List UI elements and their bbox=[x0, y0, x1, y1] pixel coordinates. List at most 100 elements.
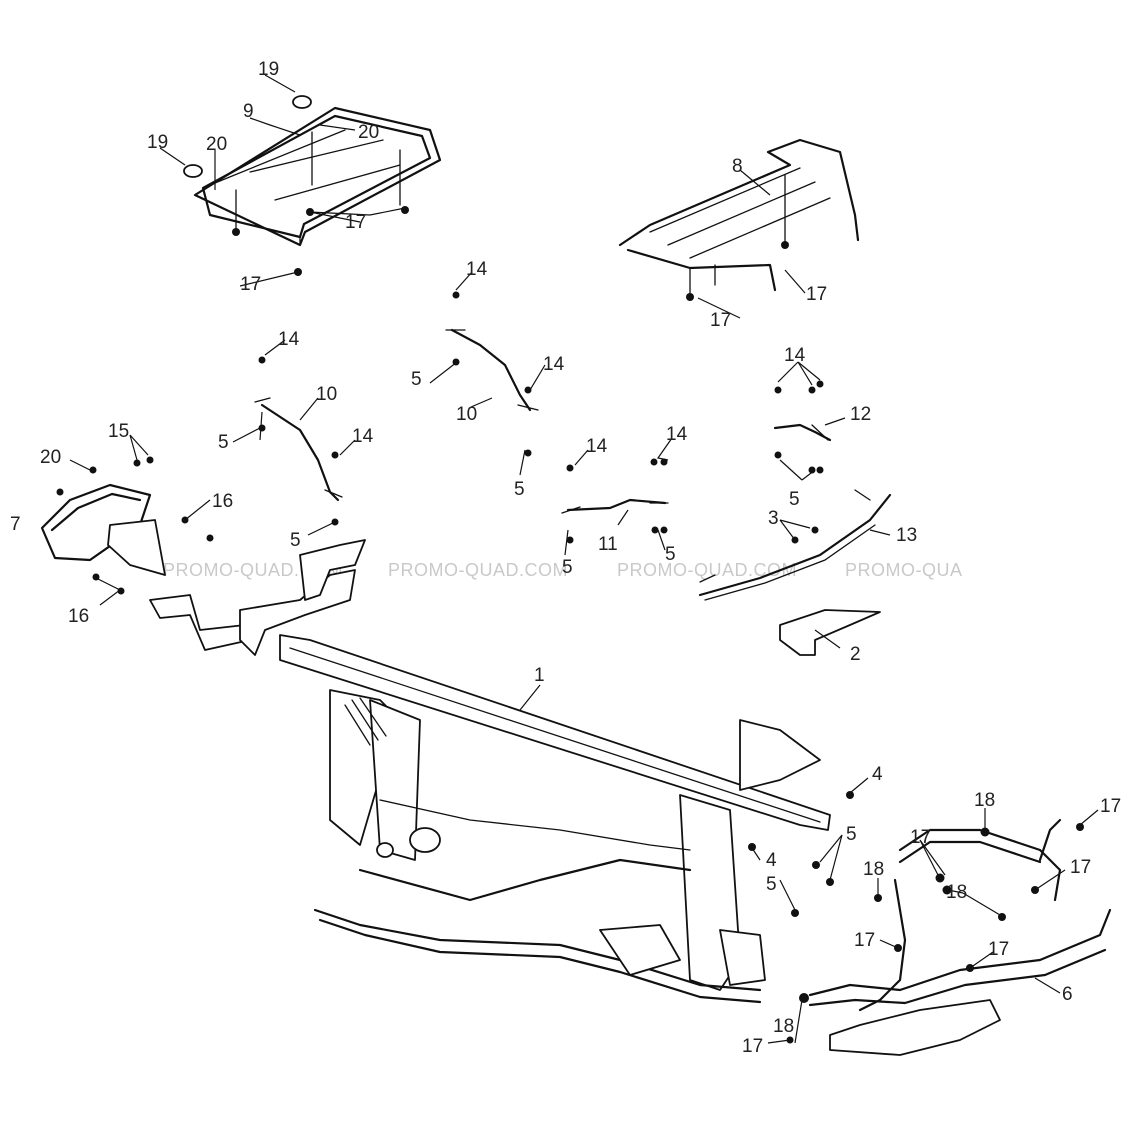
callout-5: 5 bbox=[562, 557, 573, 578]
nut-icon bbox=[524, 449, 532, 457]
callout-7: 7 bbox=[10, 514, 21, 535]
nut-icon bbox=[748, 843, 756, 851]
rear-guard bbox=[808, 818, 1112, 1056]
watermark-text: PROMO-QUA bbox=[845, 560, 963, 580]
bolt-icon bbox=[650, 458, 658, 466]
nut-icon bbox=[651, 526, 659, 534]
callout-5: 5 bbox=[411, 369, 422, 390]
nut-icon bbox=[846, 791, 854, 799]
callout-17: 17 bbox=[854, 930, 875, 951]
callout-17: 17 bbox=[742, 1036, 763, 1057]
callout-11: 11 bbox=[598, 534, 618, 555]
nut-icon bbox=[826, 878, 834, 886]
callout-17: 17 bbox=[1100, 796, 1121, 817]
callout-5: 5 bbox=[290, 530, 301, 551]
callout-4: 4 bbox=[766, 850, 777, 871]
watermark-text: PROMO-QUAD.COM bbox=[163, 560, 343, 580]
callout-6: 6 bbox=[1062, 984, 1073, 1005]
callout-5: 5 bbox=[665, 544, 676, 565]
nut-icon bbox=[786, 1036, 794, 1044]
callout-18: 18 bbox=[946, 882, 967, 903]
main-frame bbox=[149, 539, 831, 1004]
front-rack bbox=[183, 95, 442, 247]
callout-5: 5 bbox=[514, 479, 525, 500]
callout-2: 2 bbox=[850, 644, 861, 665]
nut-icon bbox=[942, 885, 952, 895]
callout-15: 15 bbox=[108, 421, 129, 442]
bolt-icon bbox=[452, 291, 460, 299]
nut-icon bbox=[874, 894, 882, 902]
frame-brace-center bbox=[445, 328, 539, 412]
callout-20: 20 bbox=[40, 447, 61, 468]
callout-14: 14 bbox=[586, 436, 608, 457]
bolt-icon bbox=[117, 587, 125, 595]
bolt-icon bbox=[331, 451, 339, 459]
rear-rack bbox=[618, 138, 860, 296]
hose-assembly bbox=[698, 489, 892, 601]
nut-icon bbox=[686, 293, 694, 301]
watermark-text: PROMO-QUAD.COM bbox=[617, 560, 797, 580]
callout-14: 14 bbox=[278, 329, 300, 350]
callout-16: 16 bbox=[212, 491, 233, 512]
callout-17: 17 bbox=[988, 939, 1009, 960]
mount-plate bbox=[779, 609, 881, 656]
callout-17: 17 bbox=[806, 284, 827, 305]
bolt-icon bbox=[181, 516, 189, 524]
callout-5: 5 bbox=[846, 824, 857, 845]
nut-icon bbox=[812, 861, 820, 869]
nut-icon bbox=[966, 964, 974, 972]
callout-14: 14 bbox=[543, 354, 565, 375]
callout-3: 3 bbox=[768, 508, 779, 529]
nut-icon bbox=[401, 206, 409, 214]
nut-icon bbox=[998, 913, 1006, 921]
callout-14: 14 bbox=[784, 345, 806, 366]
callout-17: 17 bbox=[710, 310, 731, 331]
nut-icon bbox=[791, 909, 799, 917]
nut-icon bbox=[331, 518, 339, 526]
callout-17: 17 bbox=[910, 827, 931, 848]
callout-14: 14 bbox=[666, 424, 688, 445]
stay-bracket bbox=[561, 498, 669, 514]
callout-10: 10 bbox=[456, 404, 477, 425]
nut-icon bbox=[935, 873, 945, 883]
bolt-icon bbox=[791, 536, 799, 544]
bolt-icon bbox=[774, 386, 782, 394]
callout-17: 17 bbox=[240, 274, 261, 295]
nut-icon bbox=[774, 451, 782, 459]
callout-5: 5 bbox=[789, 489, 800, 510]
nut-icon bbox=[56, 488, 64, 496]
bolt-icon bbox=[566, 464, 574, 472]
bolt-icon bbox=[146, 456, 154, 464]
callout-12: 12 bbox=[850, 404, 871, 425]
nut-icon bbox=[980, 827, 990, 837]
callout-9: 9 bbox=[243, 101, 254, 122]
bolt-icon bbox=[133, 459, 141, 467]
callout-18: 18 bbox=[974, 790, 995, 811]
callout-19: 19 bbox=[258, 59, 279, 80]
watermark-row: PROMO-QUAD.COM PROMO-QUAD.COM PROMO-QUAD… bbox=[163, 560, 963, 580]
nut-icon bbox=[306, 208, 314, 216]
callout-18: 18 bbox=[863, 859, 884, 880]
callout-17: 17 bbox=[1070, 857, 1091, 878]
bolt-icon bbox=[258, 356, 266, 364]
callout-13: 13 bbox=[896, 525, 917, 546]
callout-20: 20 bbox=[358, 122, 379, 143]
callout-8: 8 bbox=[732, 156, 743, 177]
bolt-icon bbox=[92, 573, 100, 581]
nut-icon bbox=[894, 944, 902, 952]
nut-icon bbox=[232, 228, 240, 236]
callout-labels: 19 9 19 20 20 17 17 8 17 17 14 14 5 10 1… bbox=[10, 59, 1121, 1057]
nut-icon bbox=[294, 268, 302, 276]
callout-20: 20 bbox=[206, 134, 227, 155]
callout-5: 5 bbox=[766, 874, 777, 895]
nut-icon bbox=[258, 424, 266, 432]
callout-10: 10 bbox=[316, 384, 337, 405]
bolt-icon bbox=[524, 386, 532, 394]
front-guard bbox=[40, 483, 166, 576]
nut-icon bbox=[89, 466, 97, 474]
frame-brace-left bbox=[254, 397, 343, 502]
bolt-icon bbox=[808, 386, 816, 394]
nut-icon bbox=[808, 466, 816, 474]
callout-14: 14 bbox=[352, 426, 374, 447]
nut-icon bbox=[566, 536, 574, 544]
